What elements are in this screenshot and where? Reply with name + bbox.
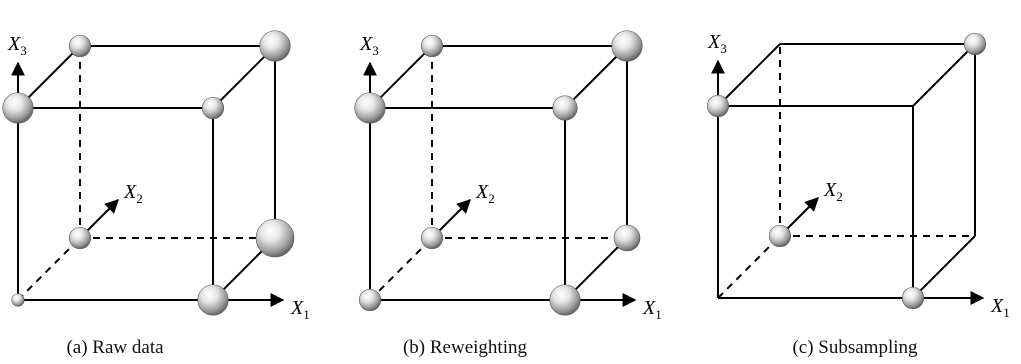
axis-label-x3: X3 [7,33,27,58]
caption-subsampling: (c) Subsampling [792,337,918,358]
axis-label-x1: X1 [290,297,310,322]
data-sphere [255,218,295,258]
caption-reweighting: (b) Reweighting [402,337,527,358]
data-sphere [901,286,925,310]
data-sphere [197,284,229,316]
axis-label-x2: X2 [475,181,495,206]
axis-label-x2: X2 [123,181,143,206]
data-sphere [259,30,291,62]
data-sphere [2,92,34,124]
axis-label-x1: X1 [642,297,662,322]
cube-edge [912,235,976,299]
hidden-edge [17,237,81,301]
data-sphere [613,224,641,252]
data-sphere [11,293,25,307]
data-sphere [611,30,643,62]
axis-label-x3: X3 [359,33,379,58]
data-sphere [768,224,792,248]
data-sphere [552,95,578,121]
data-sphere [963,32,987,56]
data-sphere [68,226,92,250]
data-sphere [358,288,382,312]
data-sphere [354,92,386,124]
hidden-edge [717,235,781,299]
axis-label-x3: X3 [707,31,727,56]
caption-raw-data: (a) Raw data [66,337,164,358]
axis-label-x1: X1 [990,295,1010,320]
data-sphere [68,34,92,58]
cube-edge [717,43,781,107]
data-sphere [420,226,444,250]
data-sphere [201,96,225,120]
data-sphere [549,284,581,316]
data-sphere [706,94,730,118]
axis-label-x2: X2 [823,179,843,204]
data-sphere [420,34,444,58]
hidden-edge [369,237,433,301]
cube-edge [912,43,976,107]
